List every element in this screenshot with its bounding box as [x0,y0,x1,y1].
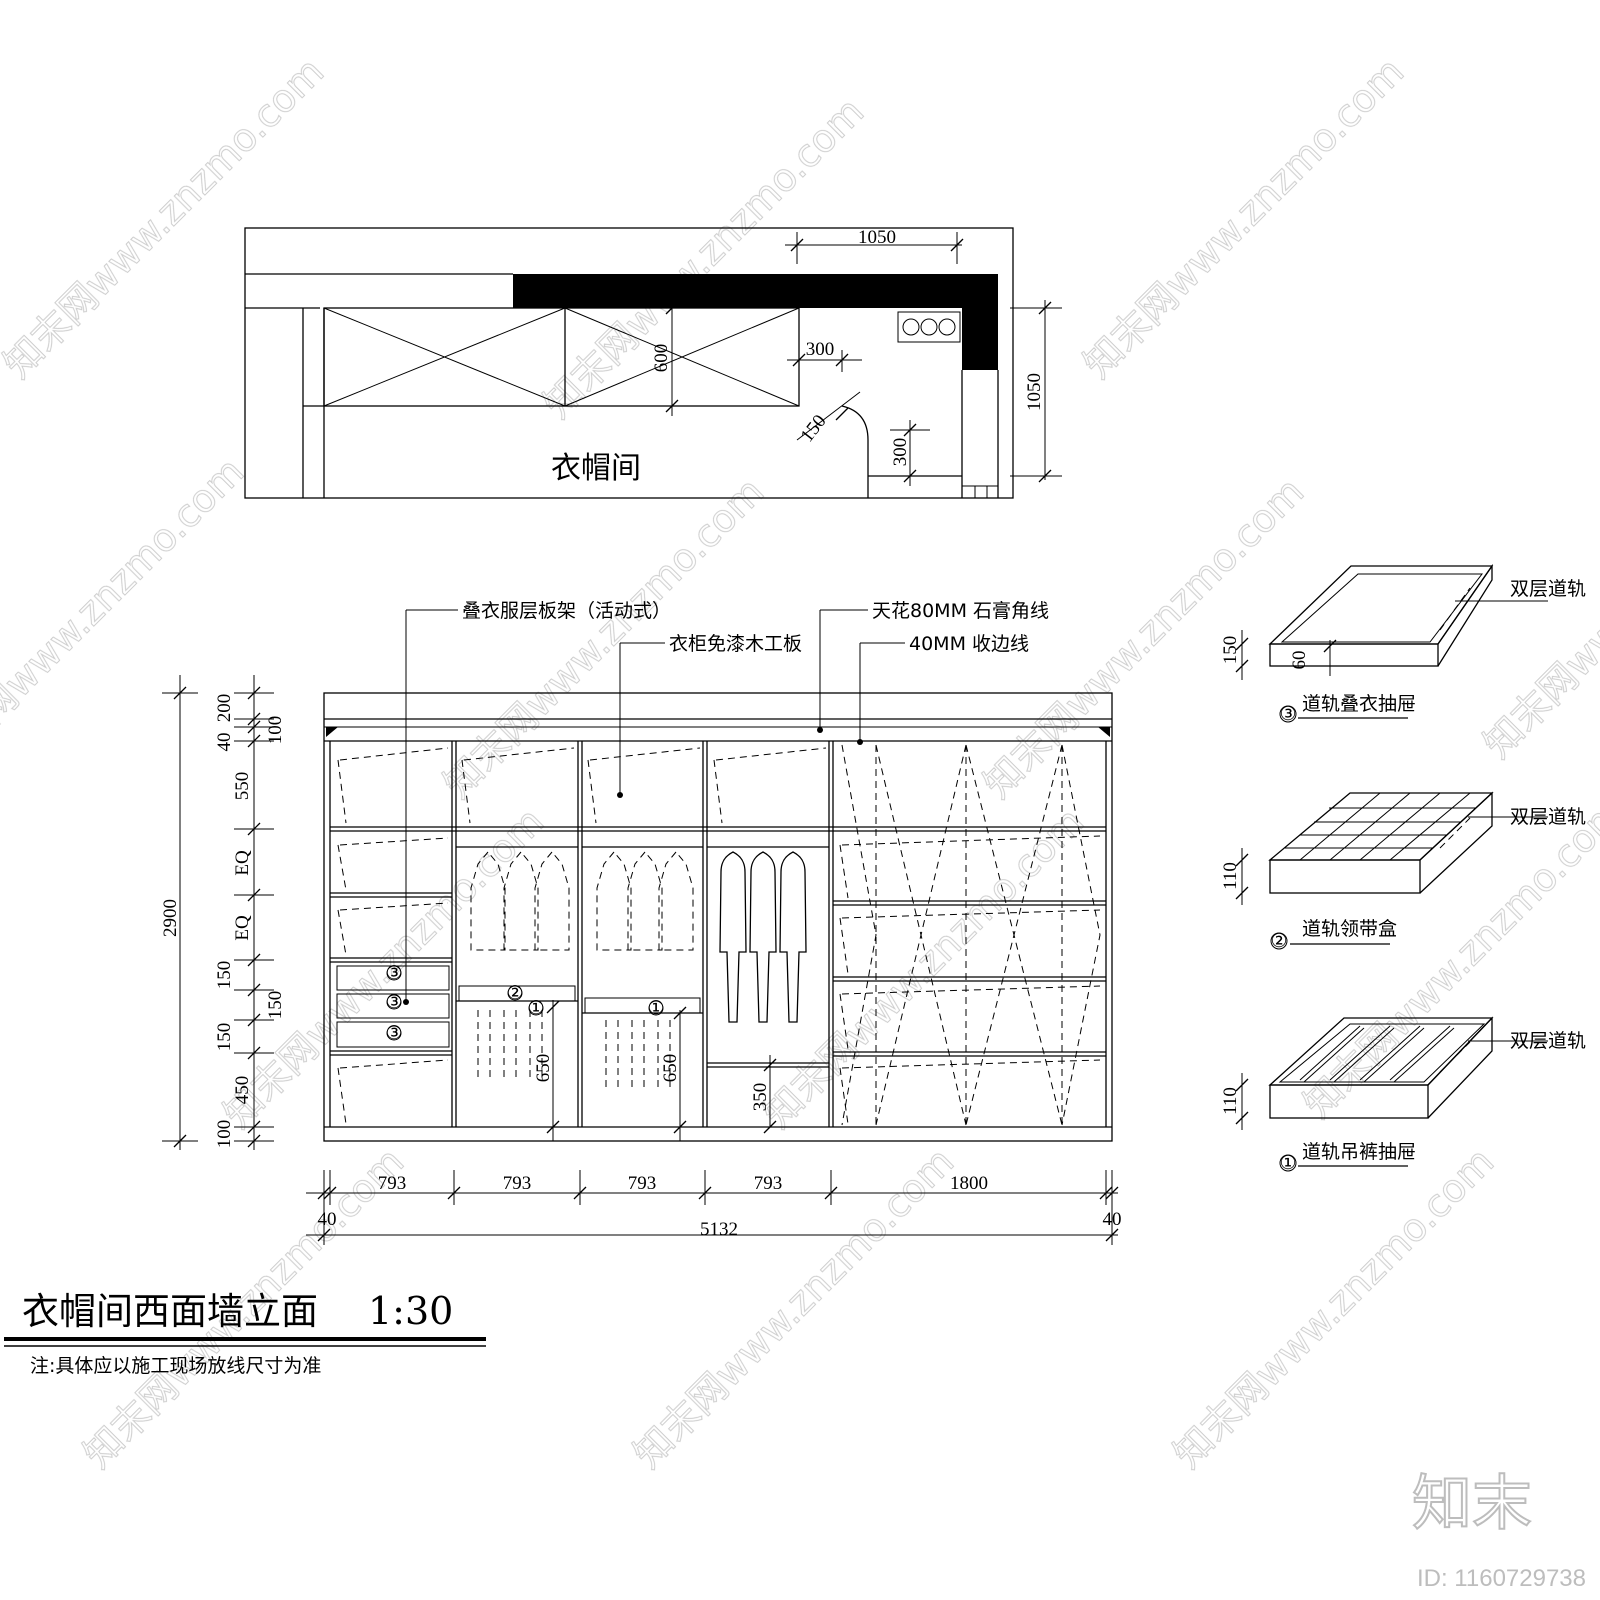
title-block: 衣帽间西面墙立面 1:30 注:具体应以施工现场放线尺寸为准 [4,1289,486,1377]
watermark-text: 知末网www.znzmo.com [1075,49,1412,386]
wardrobe-frame [323,692,1113,1142]
marker-1: ① [527,997,544,1019]
detail-2-height: 110 [1220,862,1241,890]
dim-200: 200 [214,694,235,723]
watermark-text: 知末网www.znzmo.com [755,799,1092,1136]
dim-793-3: 793 [628,1173,657,1194]
dim-550: 550 [232,772,253,801]
dim-350: 350 [750,1083,771,1112]
detail-3-title: 道轨叠衣抽屉 [1302,693,1416,715]
dim-150: 150 [797,411,831,446]
plan-outline [244,227,1014,499]
drawing-note: 注:具体应以施工现场放线尺寸为准 [30,1355,321,1377]
marker-2: ② [506,982,523,1004]
dim-2900: 2900 [160,899,181,937]
dim-300-b: 300 [890,438,911,467]
dim-eq-2: EQ [232,915,253,941]
watermark-text: 知末网www.znzmo.com [535,89,872,426]
marker-1: ① [647,997,664,1019]
dim-40: 40 [214,733,235,752]
detail-pants-drawer: 双层道轨 110 ① 道轨吊裤抽屉 [1220,1016,1586,1174]
rail-label-2: 双层道轨 [1510,806,1586,828]
detail-1-title: 道轨吊裤抽屉 [1302,1141,1416,1163]
solid-wall [513,274,998,370]
rail-label-3: 双层道轨 [1510,578,1586,600]
dim-793-1: 793 [378,1173,407,1194]
dim-eq-1: EQ [232,850,253,876]
detail-folding-drawer: 双层道轨 150 60 ③ 道轨叠衣抽屉 [1220,563,1586,725]
dim-1050-top: 1050 [858,227,896,248]
dim-650-b: 650 [660,1054,681,1083]
detail-2-marker: ② [1270,930,1287,952]
dim-1050-right: 1050 [1024,373,1045,411]
dim-150-b: 150 [265,991,286,1020]
hanging-coats [719,851,807,1023]
marker-3: ③ [385,962,402,984]
dim-100-bottom: 100 [214,1120,235,1149]
detail-3-inner: 60 [1289,651,1310,670]
drawing-title: 衣帽间西面墙立面 [22,1291,318,1332]
hanging-garments-dashed [470,851,694,1090]
watermark-text: 知末网www.znzmo.com [625,1139,962,1476]
tie-box-grid [1285,792,1476,861]
dim-1800: 1800 [950,1173,988,1194]
detail-1-height: 110 [1220,1087,1241,1115]
rail-label-1: 双层道轨 [1510,1030,1586,1052]
dim-40-left: 40 [318,1209,337,1230]
dim-793-2: 793 [503,1173,532,1194]
detail-tie-box: 双层道轨 110 ② 道轨领带盒 [1220,791,1586,952]
dim-150-c: 150 [214,1023,235,1052]
drawing-scale: 1:30 [368,1289,453,1333]
image-id: ID: 1160729738 [1417,1565,1586,1592]
brand-watermark: 知末 [1412,1470,1532,1537]
dim-100-top: 100 [265,716,286,745]
watermark-text: 知末网www.znzmo.com [1165,1139,1502,1476]
dim-793-4: 793 [754,1173,783,1194]
watermark-text: 知末网www.znzmo.com [215,799,552,1136]
watermark-text: 知末网www.znzmo.com [0,49,332,386]
detail-1-marker: ① [1279,1152,1296,1174]
watermark-layer: 知末网www.znzmo.com 知末网www.znzmo.com 知末网www… [0,49,1600,1477]
dim-5132: 5132 [700,1219,738,1240]
marker-3: ③ [385,1022,402,1044]
callout-edge-trim: 40MM 收边线 [909,633,1029,655]
marker-3: ③ [385,991,402,1013]
detail-3-marker: ③ [1279,703,1296,725]
dim-150-a: 150 [214,961,235,990]
pants-rods [1299,1025,1455,1083]
left-dim-ticks [234,686,274,1148]
detail-3-height: 150 [1220,636,1241,665]
dim-600: 600 [651,344,672,373]
dim-650-a: 650 [533,1054,554,1083]
dim-300-a: 300 [806,339,835,360]
bottom-dim-ticks [317,1170,1119,1245]
callout-board: 衣柜免漆木工板 [669,633,802,655]
callout-folding-shelf: 叠衣服层板架（活动式） [462,600,671,622]
dim-40-right: 40 [1103,1209,1122,1230]
elevation-view: 叠衣服层板架（活动式） 衣柜免漆木工板 天花80MM 石膏角线 40MM 收边线 [160,599,1122,1245]
room-label: 衣帽间 [551,452,641,485]
plan-view: 1050 1050 600 300 150 300 衣帽间 [244,227,1062,499]
detail-2-title: 道轨领带盒 [1302,918,1397,940]
dim-450: 450 [232,1076,253,1105]
callout-ceiling-molding: 天花80MM 石膏角线 [872,599,1049,622]
